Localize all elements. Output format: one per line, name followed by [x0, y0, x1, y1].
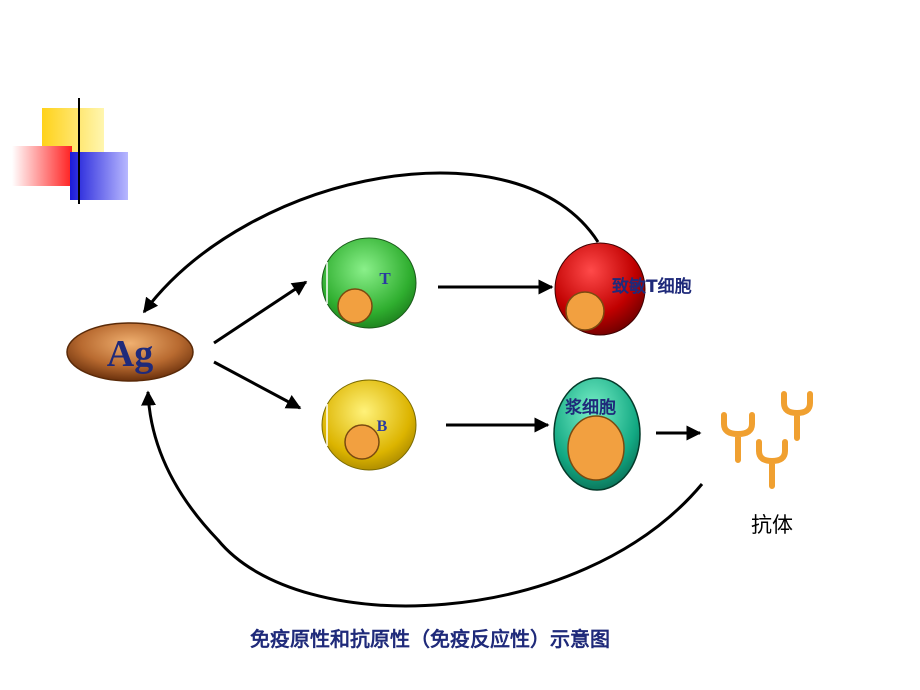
arrow-antibody-to-ag	[141, 390, 704, 608]
antibody-label: 抗体	[751, 513, 793, 537]
t-cell-label: T	[379, 269, 391, 288]
t-cell-node: T	[321, 237, 417, 329]
header-decoration	[12, 98, 870, 204]
antibody-icon	[756, 439, 788, 489]
effector-t-cell-node: 致敏T细胞	[554, 242, 692, 336]
antibody-icon	[781, 391, 813, 441]
plasma-cell-nucleus	[567, 415, 625, 481]
arrow-ag-to-t	[213, 280, 308, 345]
b-cell-nucleus	[344, 424, 380, 460]
t-cell-nucleus	[337, 288, 373, 324]
b-cell-label: B	[377, 418, 388, 435]
antibody-icon	[721, 412, 755, 463]
deco-red-square	[12, 146, 72, 186]
arrow-ag-to-b	[213, 360, 302, 410]
effector-t-cell-label: 致敏T细胞	[612, 276, 692, 297]
antigen-ellipse	[66, 322, 194, 382]
diagram-caption: 免疫原性和抗原性（免疫反应性）示意图	[250, 627, 610, 651]
plasma-cell-label: 浆细胞	[565, 397, 616, 418]
antibody-group	[721, 391, 813, 489]
effector-t-cell-nucleus	[565, 291, 605, 331]
arrow-effector-to-ag	[142, 171, 600, 314]
arrows	[141, 171, 704, 608]
antigen-label: Ag	[107, 333, 153, 375]
plasma-cell-node: 浆细胞	[553, 377, 641, 491]
b-cell-node: B	[321, 379, 417, 471]
antigen-node: Ag	[66, 322, 194, 382]
